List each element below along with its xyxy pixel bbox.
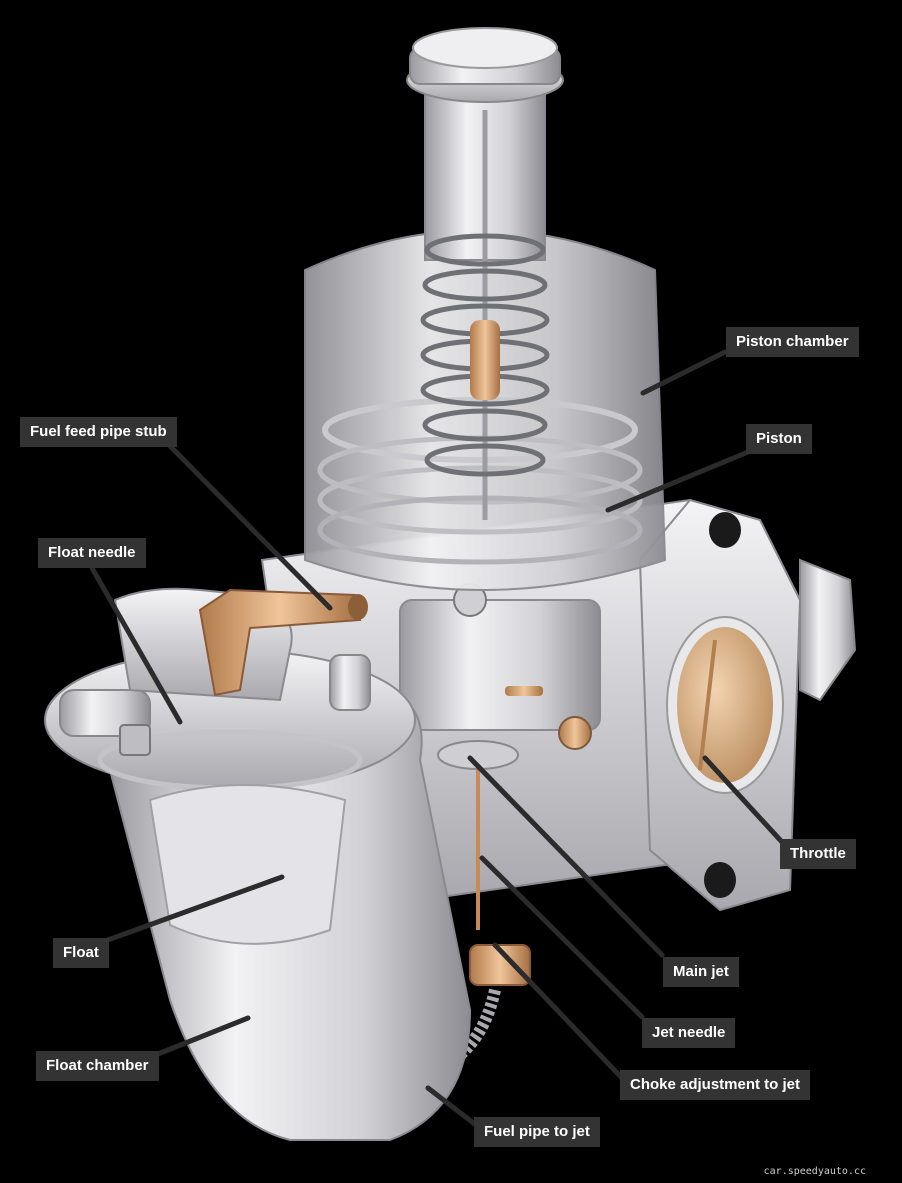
throttle-flange xyxy=(638,498,857,912)
float-chamber-body xyxy=(44,649,472,1141)
watermark: car.speedyauto.cc xyxy=(763,1166,866,1177)
fuel-feed-pipe-stub xyxy=(198,588,368,697)
label-float-needle: Float needle xyxy=(38,538,146,568)
leader-choke-adjustment xyxy=(492,942,625,1081)
leader-throttle xyxy=(702,755,785,845)
leader-lines xyxy=(89,349,785,1128)
label-jet-needle: Jet needle xyxy=(642,1018,736,1048)
leader-jet-needle xyxy=(479,855,645,1020)
label-fuel-pipe-to-jet: Fuel pipe to jet xyxy=(474,1117,600,1147)
label-piston-chamber: Piston chamber xyxy=(726,327,859,357)
leader-float-needle xyxy=(89,565,183,725)
label-piston: Piston xyxy=(746,424,812,454)
leader-fuel-feed-pipe-stub xyxy=(167,443,333,611)
label-choke-adjustment-to-jet: Choke adjustment to jet xyxy=(620,1070,811,1100)
leader-float xyxy=(102,874,285,944)
leader-piston-chamber xyxy=(640,349,728,396)
label-fuel-feed-pipe-stub: Fuel feed pipe stub xyxy=(20,417,177,447)
piston-spring xyxy=(420,110,550,520)
label-float: Float xyxy=(53,938,109,968)
label-throttle: Throttle xyxy=(780,839,856,869)
label-float-chamber: Float chamber xyxy=(36,1051,159,1081)
leader-piston xyxy=(605,449,751,513)
leader-main-jet xyxy=(467,755,665,958)
label-main-jet: Main jet xyxy=(663,957,739,987)
leader-float-chamber xyxy=(155,1015,251,1057)
leader-fuel-pipe-to-jet xyxy=(425,1085,479,1128)
